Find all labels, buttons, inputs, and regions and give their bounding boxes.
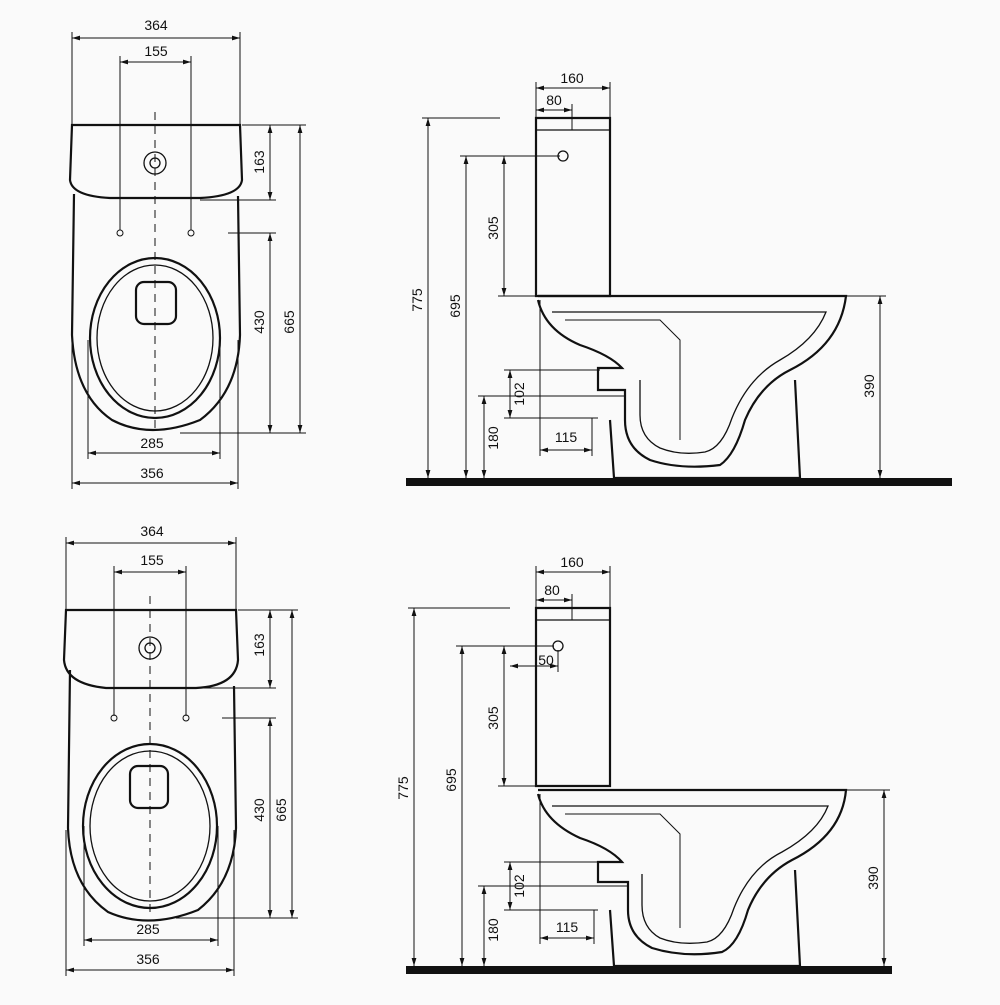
- dim-695: 695: [447, 294, 463, 318]
- dim-775: 775: [409, 288, 425, 312]
- dim-430: 430: [251, 798, 267, 822]
- toilet-profile: [534, 606, 848, 968]
- dim-155: 155: [144, 43, 168, 59]
- top-view-b: 364 155 163 430 665 285 356: [62, 523, 298, 976]
- dim-163: 163: [251, 150, 267, 174]
- dim-356: 356: [136, 951, 160, 967]
- dim-356: 356: [140, 465, 164, 481]
- toilet-profile: [534, 116, 848, 480]
- dim-775: 775: [395, 776, 411, 800]
- toilet-outline: [68, 112, 244, 432]
- side-view-b: 160 80 50 775 695 305 102 180 115 390: [395, 554, 892, 974]
- dim-665: 665: [273, 798, 289, 822]
- dim-285: 285: [136, 921, 160, 937]
- dim-695: 695: [443, 768, 459, 792]
- dim-163: 163: [251, 633, 267, 657]
- dim-160: 160: [560, 70, 584, 86]
- dim-115: 115: [556, 919, 579, 935]
- side-view-a: 160 80 775 695 305 102 180 115 390: [406, 70, 952, 486]
- dim-305: 305: [485, 706, 501, 730]
- top-view-a: 364 155 163 430 665 285 356: [68, 17, 306, 489]
- dim-80: 80: [544, 582, 560, 598]
- dim-665: 665: [281, 310, 297, 334]
- dim-50: 50: [538, 652, 554, 668]
- dim-115: 115: [555, 429, 578, 445]
- dim-155: 155: [140, 552, 164, 568]
- dimension-lines: [65, 537, 298, 976]
- dim-305: 305: [485, 216, 501, 240]
- dimension-lines: [422, 82, 886, 478]
- dimension-lines: [408, 566, 890, 966]
- dim-430: 430: [251, 310, 267, 334]
- dim-180: 180: [485, 426, 501, 450]
- floor-line: [406, 478, 952, 486]
- floor-line: [406, 966, 892, 974]
- dim-102: 102: [511, 382, 527, 406]
- dim-80: 80: [546, 92, 562, 108]
- dim-160: 160: [560, 554, 584, 570]
- toilet-outline: [62, 596, 240, 922]
- dimension-lines: [71, 32, 306, 489]
- dim-285: 285: [140, 435, 164, 451]
- dim-102: 102: [511, 874, 527, 898]
- dim-390: 390: [861, 374, 877, 398]
- dim-364: 364: [140, 523, 164, 539]
- dim-390: 390: [865, 866, 881, 890]
- dim-180: 180: [485, 918, 501, 942]
- dim-364: 364: [144, 17, 168, 33]
